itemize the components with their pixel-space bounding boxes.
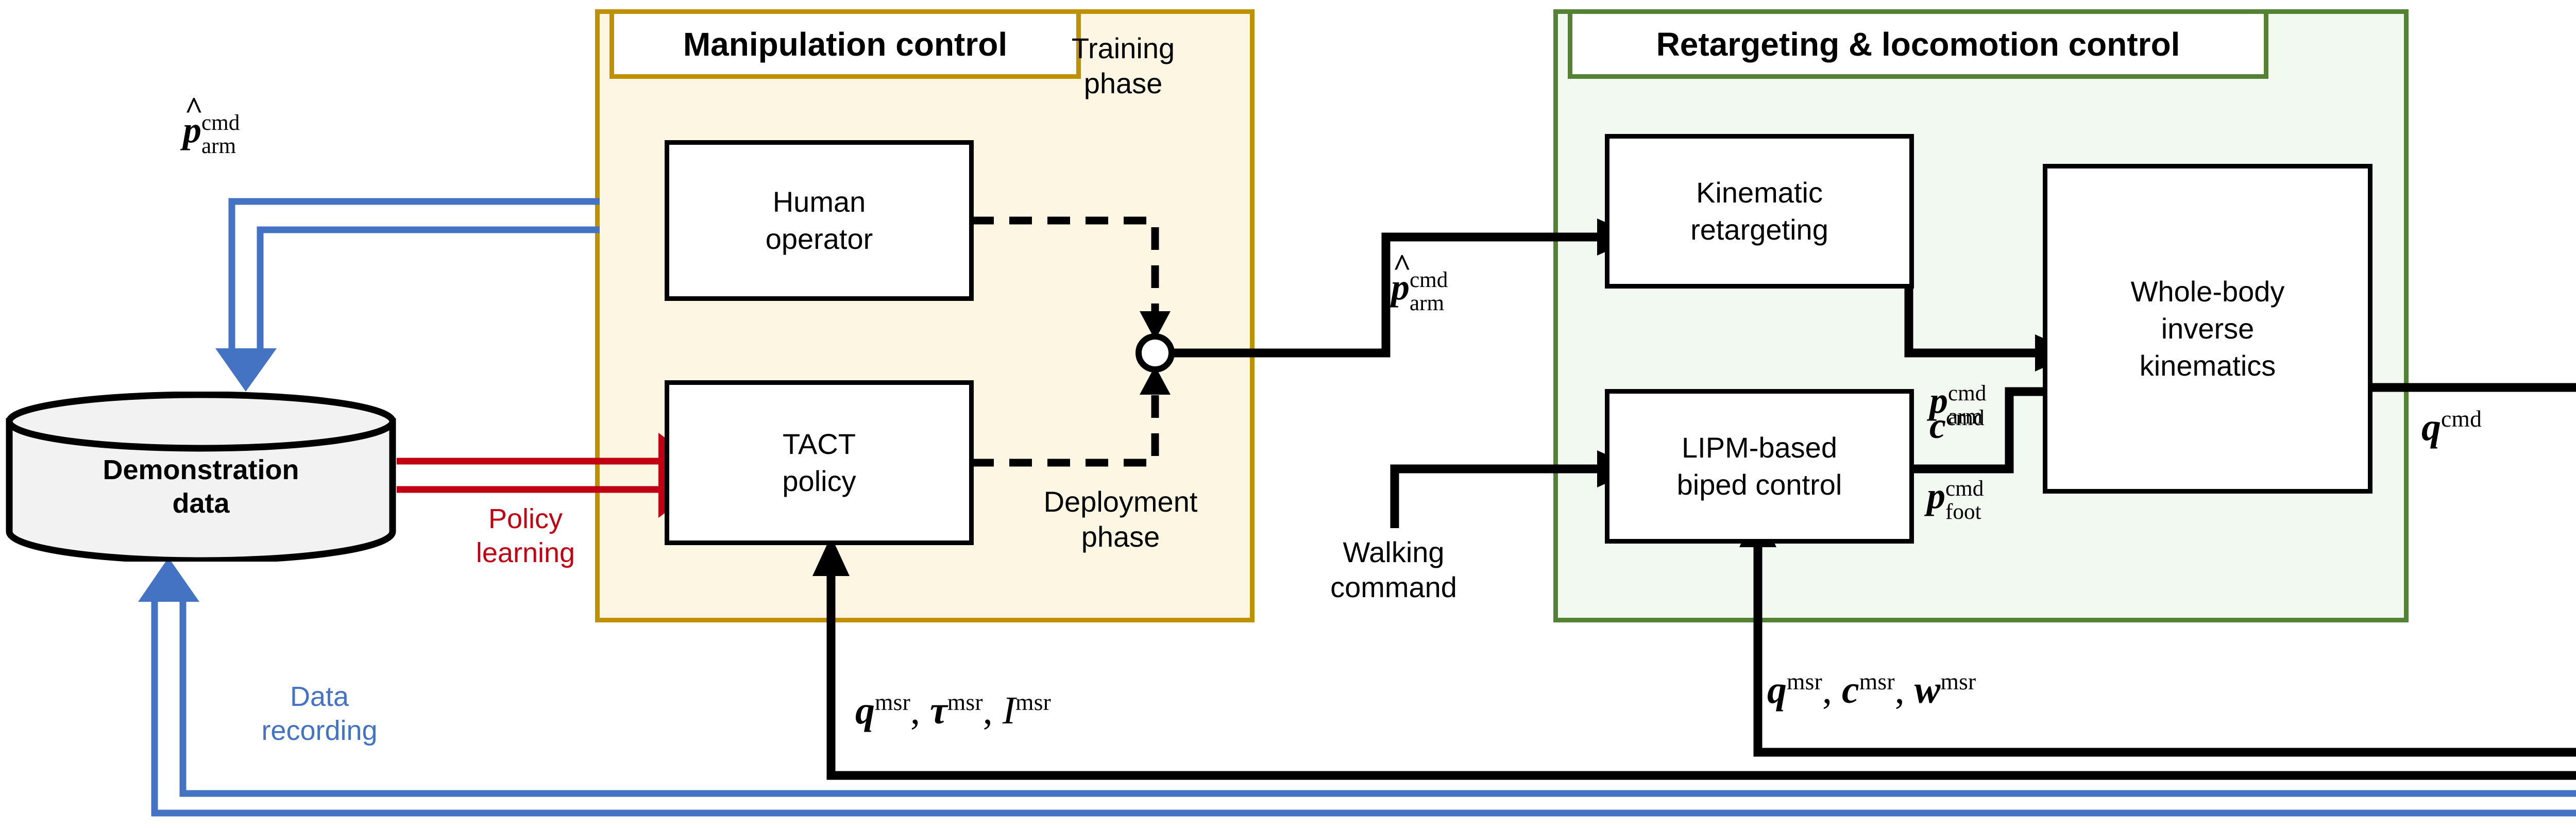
label-policy-learning-line2: learning: [476, 537, 575, 568]
signal-feedback-loco-term-2: w: [1914, 668, 1941, 712]
signal-p-hat-cmd-arm-middle-sub: arm: [1410, 291, 1445, 315]
block-lipm-biped-control-line1: LIPM-based: [1682, 431, 1837, 464]
signal-feedback-arm-term-1: τ: [930, 689, 947, 733]
signal-p-cmd-arm-sub: arm: [1948, 404, 1983, 429]
block-kinematic-retargeting-line2: retargeting: [1690, 213, 1828, 246]
panel-retargeting-locomotion-control-title-text: Retargeting & locomotion control: [1656, 25, 2180, 63]
signal-p-hat-cmd-arm-left-sup: cmd: [201, 110, 240, 135]
block-human-operator-line2: operator: [765, 223, 873, 255]
block-tact-policy-line1: TACT: [782, 428, 856, 461]
signal-p-cmd-foot-sub: foot: [1945, 499, 1981, 524]
block-whole-body-ik-line1: Whole-body: [2130, 275, 2285, 308]
label-walking-command-line1: Walking: [1343, 536, 1445, 568]
panel-retargeting-locomotion-control-title: Retargeting & locomotion control: [1568, 9, 2268, 79]
signal-feedback-loco-comma-0: ,: [1822, 668, 1842, 712]
signal-feedback-arm-sup-1: msr: [947, 689, 983, 715]
signal-p-cmd-arm-sup: cmd: [1948, 381, 1987, 405]
signal-p-cmd-arm-symbol: p: [1929, 380, 1948, 421]
signal-feedback-loco-term-1: c: [1842, 668, 1859, 712]
connector-arm-pose-to-database: [228, 198, 600, 356]
signal-feedback-loco-sup-2: msr: [1940, 668, 1976, 695]
signal-q-cmd-symbol: q: [2421, 405, 2441, 449]
block-lipm-biped-control: LIPM-based biped control: [1605, 389, 1914, 544]
arrowhead-to-database-top: [215, 348, 277, 392]
signal-feedback-arm-sup-0: msr: [875, 689, 910, 715]
signal-feedback-locomotion: qmsr, cmsr, wmsr: [1767, 668, 1976, 712]
signal-p-cmd-foot-sup: cmd: [1945, 476, 1984, 501]
signal-feedback-loco-term-0: q: [1767, 668, 1787, 712]
block-whole-body-ik-line3: kinematics: [2139, 349, 2276, 382]
signal-feedback-arm: qmsr, τmsr, Imsr: [855, 689, 1052, 733]
demonstration-data-store: Demonstration data: [5, 391, 397, 564]
label-deployment-phase-line1: Deployment: [1043, 485, 1198, 518]
signal-p-hat-cmd-arm-middle-sup: cmd: [1410, 267, 1448, 292]
block-tact-policy-line2: policy: [782, 465, 856, 497]
label-policy-learning-line1: Policy: [488, 503, 563, 534]
label-data-recording-line1: Data: [290, 681, 349, 712]
demonstration-data-label: Demonstration data: [5, 453, 397, 520]
demonstration-data-label-line2: data: [172, 487, 230, 519]
hat-accent-icon: ^: [184, 91, 203, 126]
connector-data-recording: [151, 593, 2576, 817]
signal-q-cmd-sup: cmd: [2441, 405, 2482, 432]
block-whole-body-ik-line2: inverse: [2161, 312, 2255, 345]
block-tact-policy: TACT policy: [665, 380, 974, 545]
hat-accent-icon: ^: [1393, 248, 1411, 283]
signal-q-cmd: qcmd: [2421, 407, 2482, 447]
label-data-recording-line2: recording: [261, 715, 378, 746]
panel-manipulation-control-title-text: Manipulation control: [683, 25, 1008, 63]
panel-manipulation-control-title: Manipulation control: [609, 9, 1081, 79]
signal-c-cmd: ccmd: [1929, 407, 1985, 444]
block-kinematic-retargeting-line1: Kinematic: [1696, 176, 1823, 209]
signal-p-hat-cmd-arm-middle-symbol: p^: [1391, 248, 1411, 308]
label-training-phase-line1: Training: [1071, 32, 1175, 64]
signal-feedback-arm-term-2: I: [1002, 689, 1016, 733]
label-walking-command-line2: command: [1330, 571, 1457, 604]
signal-feedback-loco-sup-1: msr: [1859, 668, 1895, 695]
label-walking-command: Walking command: [1273, 535, 1515, 605]
signal-feedback-arm-comma-1: ,: [982, 689, 1003, 733]
signal-c-cmd-symbol: c: [1929, 405, 1946, 446]
label-training-phase: Training phase: [1010, 31, 1236, 102]
demonstration-data-label-line1: Demonstration: [103, 454, 299, 485]
signal-feedback-loco-comma-1: ,: [1894, 668, 1914, 712]
block-kinematic-retargeting: Kinematic retargeting: [1605, 134, 1914, 289]
signal-feedback-loco-sup-0: msr: [1787, 668, 1822, 695]
signal-feedback-arm-sup-2: msr: [1015, 689, 1052, 715]
database-cylinder-shape: [6, 391, 396, 564]
signal-p-hat-cmd-arm-left-sub: arm: [201, 133, 236, 158]
block-human-operator-line1: Human: [772, 185, 866, 218]
label-deployment-phase: Deployment phase: [992, 484, 1249, 555]
label-training-phase-line2: phase: [1083, 67, 1163, 100]
arrowhead-data-recording: [138, 557, 199, 602]
block-whole-body-inverse-kinematics: Whole-body inverse kinematics: [2043, 164, 2372, 494]
signal-c-cmd-sup: cmd: [1945, 406, 1985, 430]
block-lipm-biped-control-line2: biped control: [1676, 468, 1842, 501]
block-human-operator: Human operator: [665, 140, 974, 301]
signal-feedback-arm-comma-0: ,: [910, 689, 930, 733]
signal-p-cmd-foot-symbol: p: [1927, 475, 1945, 517]
label-deployment-phase-line2: phase: [1081, 520, 1160, 553]
signal-feedback-arm-term-0: q: [855, 689, 875, 733]
label-data-recording: Data recording: [216, 680, 422, 748]
signal-p-hat-cmd-arm-left-symbol: p^: [183, 91, 203, 151]
label-policy-learning: Policy learning: [428, 502, 623, 570]
